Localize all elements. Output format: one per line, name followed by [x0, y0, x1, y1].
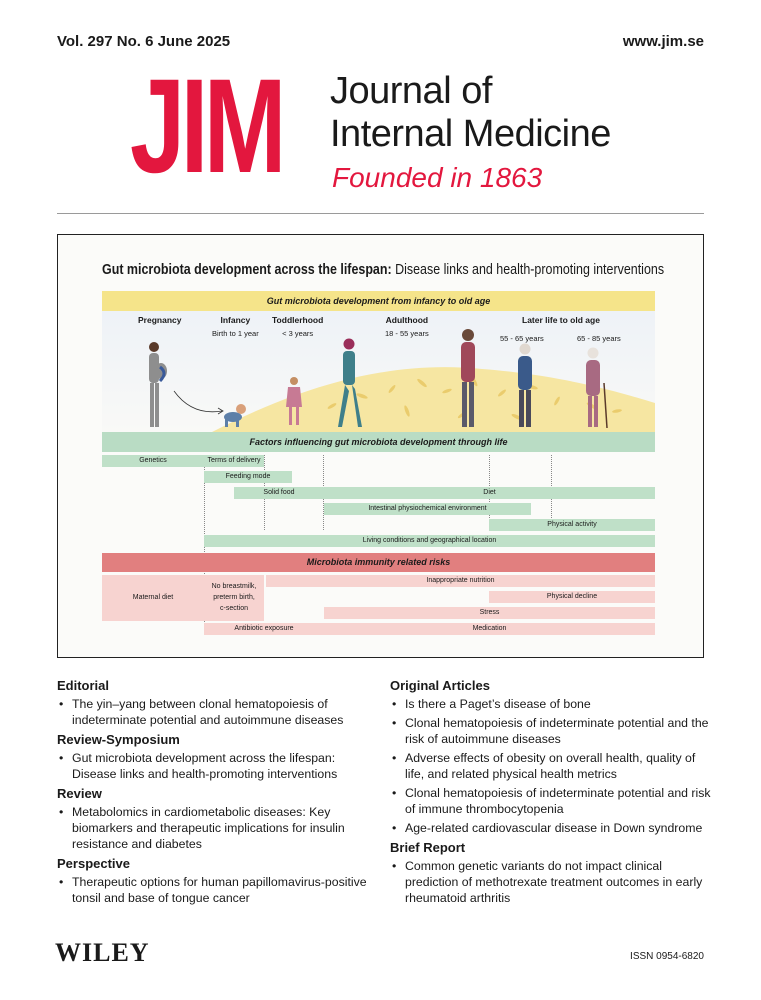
section-heading: Brief Report — [390, 840, 466, 855]
volume-issue: Vol. 297 No. 6 June 2025 — [57, 33, 231, 50]
article-link[interactable]: The yin–yang between clonal hematopoiesi… — [57, 696, 377, 728]
factor-feeding-mode: Feeding mode — [204, 471, 292, 483]
pregnant-woman-figure — [149, 342, 167, 427]
section-list: Gut microbiota development across the li… — [57, 750, 377, 782]
issn-number: ISSN 0954-6820 — [630, 951, 704, 962]
factor-physical-activity: Physical activity — [489, 519, 655, 531]
section-heading: Review — [57, 786, 102, 801]
journal-title: Journal of Internal Medicine — [330, 70, 611, 156]
article-link[interactable]: Therapeutic options for human papillomav… — [57, 874, 377, 906]
masthead: JIM Journal of Internal Medicine Founded… — [130, 60, 650, 195]
cover-figure: Gut microbiota development across the li… — [57, 234, 704, 658]
band-factors: Factors influencing gut microbiota devel… — [102, 432, 655, 452]
section-list: Metabolomics in cardiometabolic diseases… — [57, 804, 377, 852]
birth-arrow-icon — [173, 390, 223, 413]
risk-inappropriate-nutrition: Inappropriate nutrition — [266, 575, 655, 587]
article-link[interactable]: Common genetic variants do not impact cl… — [390, 858, 715, 906]
website-link[interactable]: www.jim.se — [622, 33, 704, 50]
section-list: Is there a Paget’s disease of bone Clona… — [390, 696, 715, 836]
infant-figure — [224, 404, 246, 427]
journal-title-line1: Journal of — [330, 70, 492, 112]
section-heading: Editorial — [57, 678, 110, 693]
risk-medication: Medication — [324, 623, 655, 635]
factor-solid-food: Solid food — [234, 487, 324, 499]
section-list: The yin–yang between clonal hematopoiesi… — [57, 696, 377, 728]
stage-name: Toddlerhood — [272, 315, 324, 325]
elderly-woman-figure — [586, 347, 608, 429]
section-heading: Review-Symposium — [57, 732, 180, 747]
factor-living-conditions: Living conditions and geographical locat… — [204, 535, 655, 547]
lifespan-scene: Pregnancy Infancy Birth to 1 year Toddle… — [102, 311, 655, 432]
publisher-logo: WILEY — [55, 938, 150, 967]
stage-years: 18 - 55 years — [385, 329, 429, 338]
stage-years-65-85: 65 - 85 years — [577, 334, 621, 343]
band-development: Gut microbiota development from infancy … — [102, 291, 655, 311]
contents-left-column: Editorial The yin–yang between clonal he… — [57, 678, 377, 910]
stage-name: Later life to old age — [522, 315, 600, 325]
toddler-figure — [286, 377, 302, 425]
adult-man-figure — [461, 329, 475, 427]
article-link[interactable]: Is there a Paget’s disease of bone — [390, 696, 715, 712]
risk-antibiotic-exposure: Antibiotic exposure — [204, 623, 324, 635]
contents-right-column: Original Articles Is there a Paget’s dis… — [390, 678, 715, 910]
cover-topbar: Vol. 297 No. 6 June 2025 www.jim.se — [57, 33, 704, 53]
stage-name: Pregnancy — [138, 315, 182, 325]
section-list: Therapeutic options for human papillomav… — [57, 874, 377, 906]
adult-woman-figure — [338, 338, 362, 427]
article-link[interactable]: Adverse effects of obesity on overall he… — [390, 750, 715, 782]
jim-logo: JIM — [130, 52, 286, 201]
stage-toddlerhood: Toddlerhood < 3 years — [272, 315, 323, 338]
article-link[interactable]: Clonal hematopoiesis of indeterminate po… — [390, 715, 715, 747]
risk-physical-decline: Physical decline — [489, 591, 655, 603]
stage-years: < 3 years — [282, 329, 314, 338]
masthead-divider — [57, 213, 704, 214]
section-list: Common genetic variants do not impact cl… — [390, 858, 715, 906]
risk-infant: No breastmilk, preterm birth, c-section — [204, 575, 264, 621]
article-link[interactable]: Age-related cardiovascular disease in Do… — [390, 820, 715, 836]
article-link[interactable]: Metabolomics in cardiometabolic diseases… — [57, 804, 377, 852]
stage-later-life: Later life to old age — [522, 315, 600, 325]
stage-infancy: Infancy Birth to 1 year — [212, 315, 259, 338]
stage-years: Birth to 1 year — [212, 329, 259, 338]
figure-title-rest: Disease links and health-promoting inter… — [391, 262, 665, 278]
factor-intestinal-environment: Intestinal physiochemical environment — [324, 503, 531, 515]
lifespan-illustration — [149, 329, 655, 432]
stage-name: Infancy — [220, 315, 251, 325]
stage-name: Adulthood — [385, 315, 429, 325]
figure-title-bold: Gut microbiota development across the li… — [102, 262, 392, 278]
risk-maternal-diet: Maternal diet — [102, 575, 204, 621]
factor-terms-of-delivery: Terms of delivery — [204, 455, 264, 467]
band-risks: Microbiota immunity related risks — [102, 553, 655, 572]
stage-adulthood: Adulthood 18 - 55 years — [385, 315, 429, 338]
figure-title: Gut microbiota development across the li… — [102, 262, 664, 278]
factor-genetics: Genetics — [102, 455, 204, 467]
section-heading: Perspective — [57, 856, 130, 871]
article-link[interactable]: Gut microbiota development across the li… — [57, 750, 377, 782]
stage-years-55-65: 55 - 65 years — [500, 334, 544, 343]
microbiota-mound — [212, 367, 655, 432]
section-heading: Original Articles — [390, 678, 490, 693]
factor-diet: Diet — [324, 487, 655, 499]
risk-stress: Stress — [324, 607, 655, 619]
founded-tagline: Founded in 1863 — [332, 162, 543, 193]
older-man-figure — [518, 343, 532, 427]
stage-pregnancy: Pregnancy — [138, 315, 181, 325]
journal-title-line2: Internal Medicine — [330, 113, 611, 155]
article-link[interactable]: Clonal hematopoiesis of indeterminate po… — [390, 785, 715, 817]
